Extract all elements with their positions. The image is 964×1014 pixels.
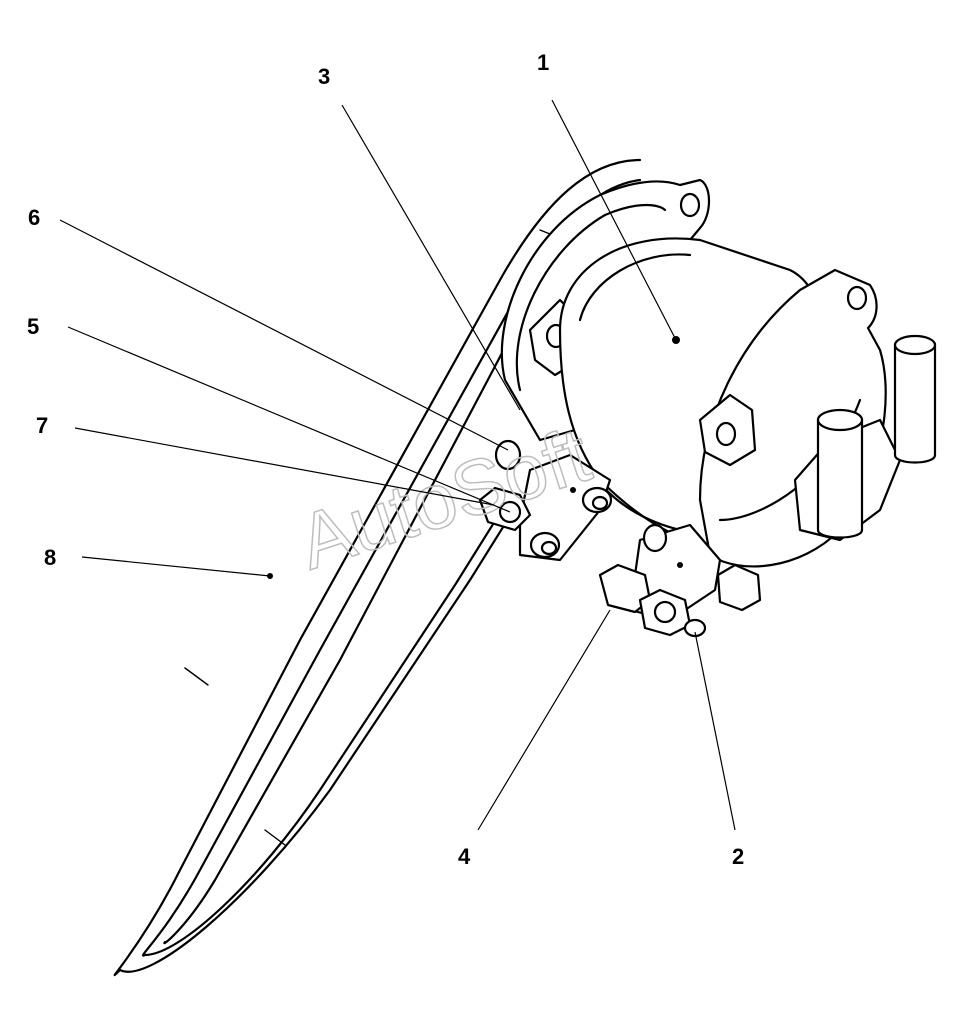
washer-2 bbox=[683, 618, 707, 638]
right-bracket bbox=[598, 523, 762, 638]
left-bracket bbox=[478, 439, 613, 562]
leader-8 bbox=[81, 556, 271, 577]
callout-7: 7 bbox=[36, 413, 48, 438]
callout-4: 4 bbox=[458, 844, 471, 869]
leader-5 bbox=[67, 326, 511, 513]
callout-2: 2 bbox=[732, 844, 744, 869]
leader-6 bbox=[59, 219, 509, 451]
callout-8: 8 bbox=[44, 545, 56, 570]
leader-7 bbox=[74, 427, 495, 506]
leader-1 bbox=[551, 99, 677, 341]
leader-4 bbox=[477, 609, 611, 831]
callout-6: 6 bbox=[28, 205, 40, 230]
callout-1: 1 bbox=[537, 50, 549, 75]
leader-2 bbox=[694, 631, 736, 831]
head-fittings bbox=[793, 334, 937, 542]
leader-3 bbox=[341, 104, 521, 411]
callout-3: 3 bbox=[318, 64, 330, 89]
callout-5: 5 bbox=[27, 314, 39, 339]
leader-lines bbox=[59, 99, 736, 831]
bolt-6 bbox=[494, 439, 522, 471]
